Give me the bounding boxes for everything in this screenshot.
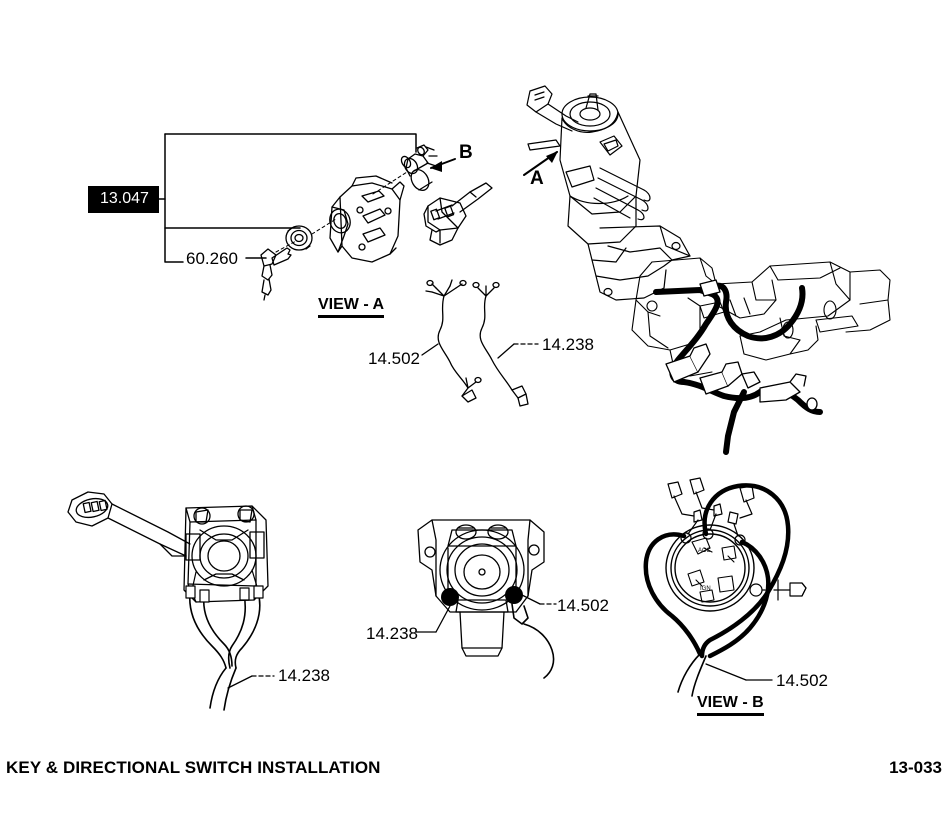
view-b-switch (665, 524, 755, 612)
ignition-key (260, 247, 292, 301)
directional-switch-terminals (185, 585, 264, 603)
label-arrow-a: A (530, 168, 544, 189)
label-14502-viewb: 14.502 (776, 671, 828, 690)
leader-14502-front (519, 593, 541, 605)
ignition-switch-barrel (400, 144, 438, 191)
exploded-axis-key (275, 240, 297, 253)
directional-switch-detail (67, 491, 269, 603)
assembly-bracket (164, 133, 417, 263)
terminal-right-dot (505, 586, 523, 604)
label-60260: 60.260 (186, 249, 238, 268)
chassis-connectors (665, 279, 818, 411)
lock-ring (285, 225, 313, 251)
switch-front-wire (511, 603, 555, 679)
label-14502-harness: 14.502 (368, 349, 420, 368)
column-shroud (329, 175, 405, 263)
harness-14502 (425, 279, 482, 403)
svg-text:IGN: IGN (700, 586, 711, 592)
caption-view-a: VIEW - A (318, 296, 385, 318)
harness-14238 (472, 281, 529, 407)
label-14238-switch-detail: 14.238 (278, 666, 330, 685)
switch-front-detail (417, 519, 545, 657)
footer-page-number: 13-033 (889, 758, 942, 777)
chassis-frame (631, 257, 891, 377)
footer-title: KEY & DIRECTIONAL SWITCH INSTALLATION (6, 758, 381, 777)
leader-14502-viewb (705, 663, 747, 681)
arrow-a-head (546, 151, 558, 163)
svg-text:ACC: ACC (698, 548, 711, 554)
leader-14238-front (435, 605, 451, 633)
caption-view-b: VIEW - B (697, 694, 764, 716)
label-14502-front-detail: 14.502 (557, 596, 609, 615)
callout-13047: 13.047 (88, 186, 159, 213)
label-arrow-b: B (459, 142, 473, 163)
view-b-harness (643, 483, 791, 659)
leader-14502-harness (421, 343, 439, 356)
exploded-axis-shroud (311, 218, 337, 235)
leader-14238-harness (497, 343, 515, 359)
directional-switch-wires (188, 591, 261, 711)
view-b-lamp-terminal (749, 579, 807, 601)
label-14238-harness: 14.238 (542, 335, 594, 354)
view-b-terminals: ACC IGN (687, 537, 737, 603)
directional-switch-va (423, 182, 493, 246)
exploded-axis-switch (372, 171, 408, 195)
terminal-left-dot (441, 588, 459, 606)
view-b-spades (667, 477, 755, 546)
label-14238-front-detail: 14.238 (366, 624, 418, 643)
leader-14238-sw (227, 675, 253, 689)
view-b-pigtail (677, 653, 707, 697)
steering-column-assembly (526, 85, 691, 301)
